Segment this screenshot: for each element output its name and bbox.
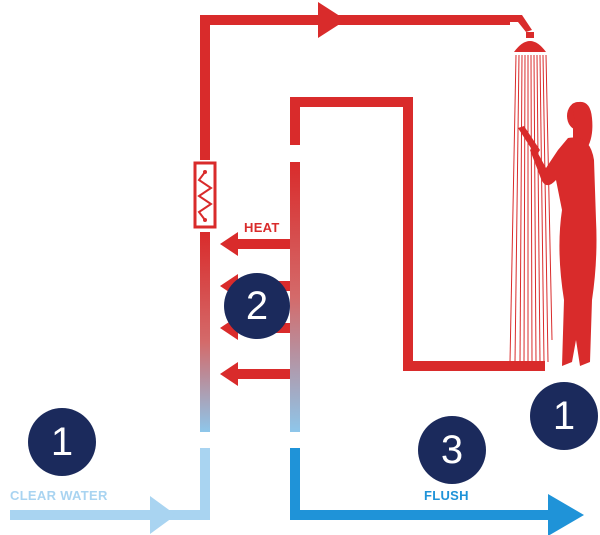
person-showering-icon — [518, 101, 597, 366]
heater-coil-icon — [193, 161, 217, 229]
heat-label: HEAT — [244, 220, 280, 235]
hot-supply-pipe — [200, 15, 510, 160]
heat-exchange-step-badge: 2 — [224, 273, 290, 339]
shower-head-icon — [508, 15, 546, 52]
inlet-arrow — [10, 496, 176, 534]
flush-arrow — [548, 494, 584, 535]
shower-step-badge: 1 — [530, 382, 598, 450]
drain-exchanger-pipe — [290, 162, 300, 432]
water-streams — [509, 54, 553, 363]
flush-label: FLUSH — [424, 488, 469, 503]
drain-step-badge: 3 — [418, 416, 486, 484]
drain-return-pipe — [290, 97, 545, 371]
preheated-supply-pipe — [200, 232, 210, 432]
flow-direction-arrow — [318, 2, 346, 38]
flush-outlet-pipe — [290, 448, 550, 520]
inlet-step-badge: 1 — [28, 408, 96, 476]
clear-water-label: CLEAR WATER — [10, 488, 108, 503]
